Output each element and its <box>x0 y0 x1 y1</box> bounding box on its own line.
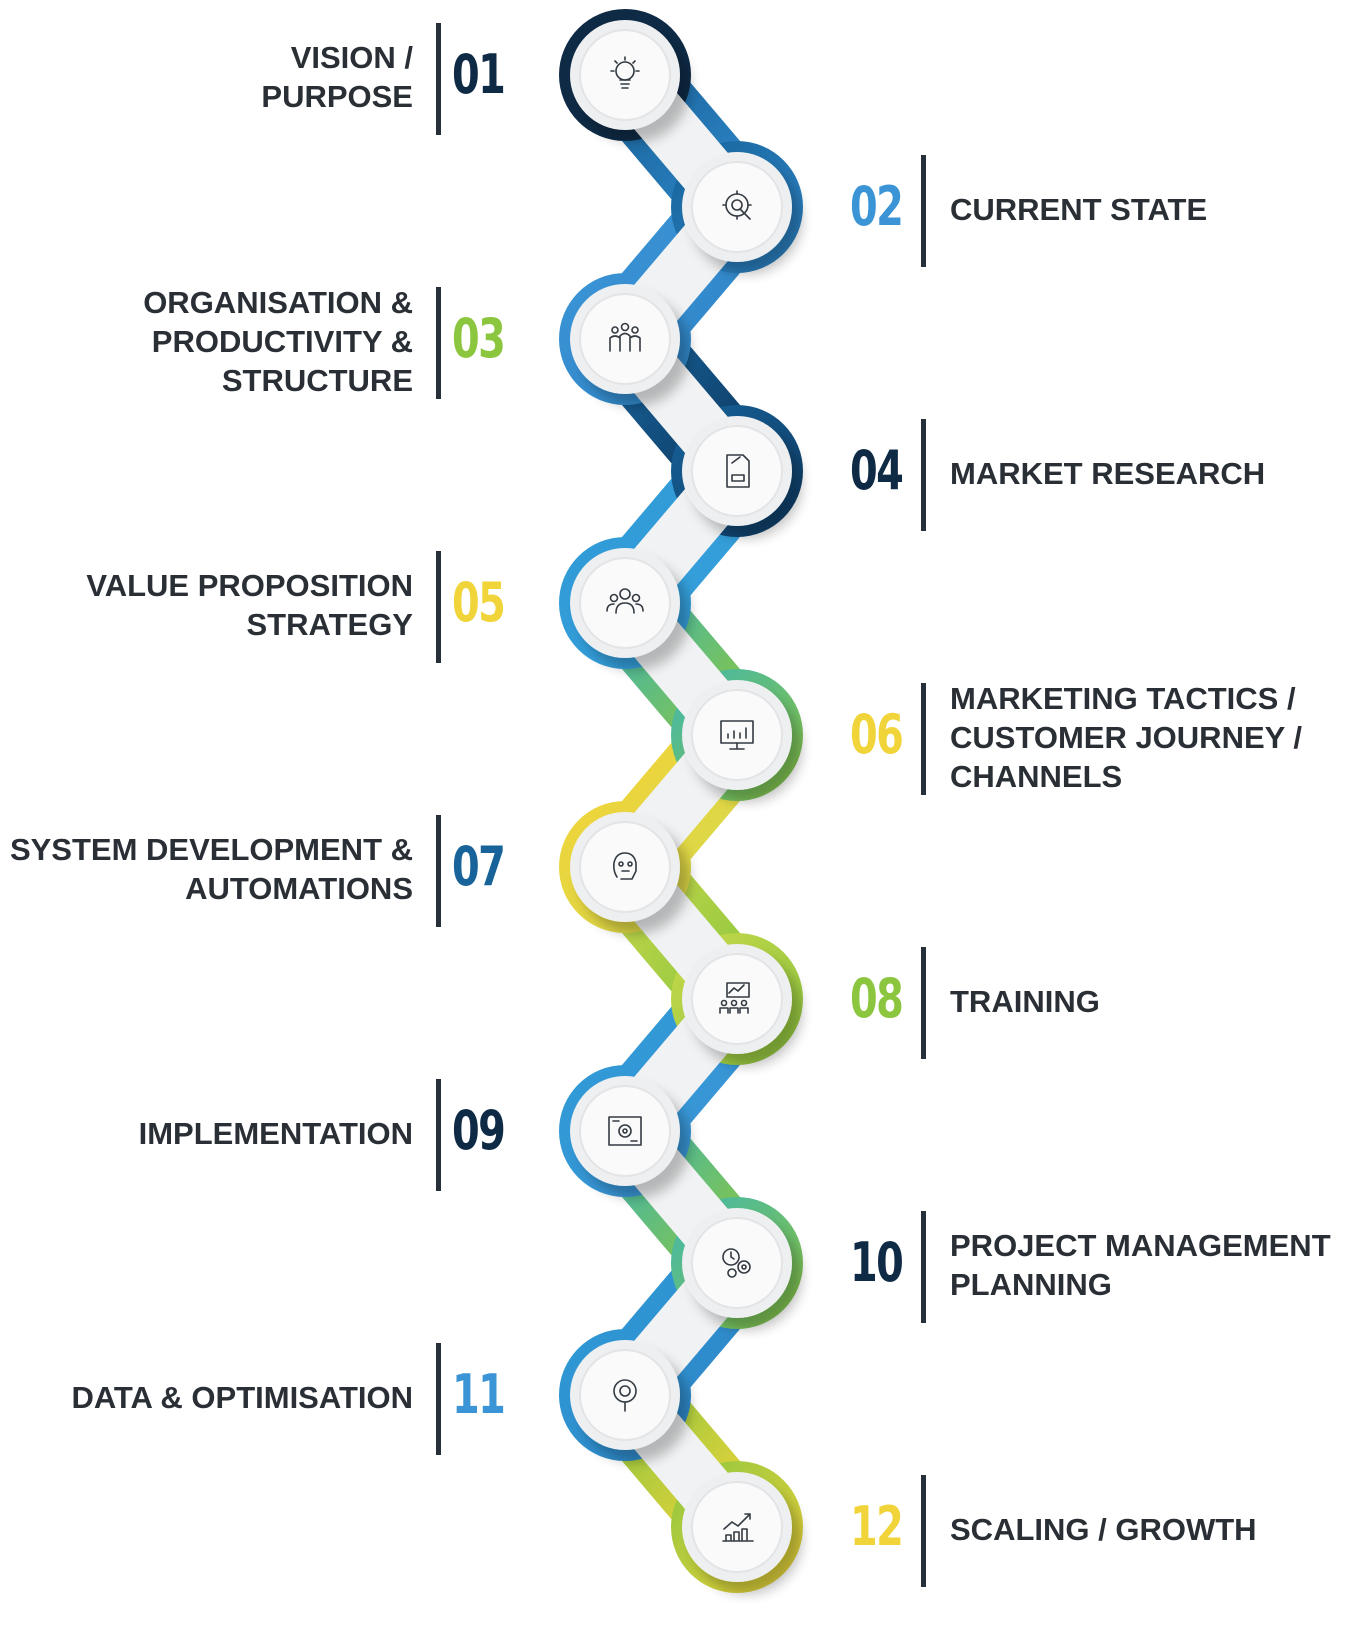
divider-bar <box>436 551 441 663</box>
step-label-text: PROJECT MANAGEMENT PLANNING <box>950 1228 1331 1302</box>
step-disc <box>691 161 783 253</box>
step-label: CURRENT STATE <box>950 149 1350 269</box>
step-label-text: CURRENT STATE <box>950 191 1208 227</box>
step-04: 04 MARKET RESEARCH <box>0 413 1351 533</box>
divider-bar <box>436 815 441 927</box>
step-label-text: ORGANISATION & PRODUCTIVITY & STRUCTURE <box>143 284 413 398</box>
step-number: 11 <box>452 1363 506 1426</box>
step-number: 05 <box>452 571 506 634</box>
step-label: TRAINING <box>950 941 1350 1061</box>
step-number: 10 <box>850 1231 904 1294</box>
divider-bar <box>921 419 926 531</box>
step-disc <box>691 1481 783 1573</box>
step-disc <box>579 29 671 121</box>
step-label-text: DATA & OPTIMISATION <box>71 1379 413 1415</box>
lightbulb-icon <box>603 53 647 97</box>
step-disc <box>579 293 671 385</box>
step-disc <box>579 1349 671 1441</box>
step-label: MARKETING TACTICS / CUSTOMER JOURNEY / C… <box>950 677 1350 797</box>
step-number: 02 <box>850 175 904 238</box>
step-disc <box>691 953 783 1045</box>
step-08: 08 TRAINING <box>0 941 1351 1061</box>
step-label-text: TRAINING <box>950 983 1100 1019</box>
divider-bar <box>436 1343 441 1455</box>
step-disc <box>691 689 783 781</box>
step-label: MARKET RESEARCH <box>950 413 1350 533</box>
step-label-text: VISION / PURPOSE <box>261 40 413 114</box>
step-label-text: MARKET RESEARCH <box>950 455 1266 491</box>
step-number: 09 <box>452 1099 506 1162</box>
step-number: 07 <box>452 835 506 898</box>
step-09: 09 IMPLEMENTATION <box>0 1073 1351 1193</box>
step-number: 06 <box>850 703 904 766</box>
step-03: 03 ORGANISATION & PRODUCTIVITY & STRUCTUR… <box>0 281 1351 401</box>
step-label: PROJECT MANAGEMENT PLANNING <box>950 1205 1350 1325</box>
step-disc <box>691 425 783 517</box>
blueprint-gear-icon <box>603 1109 647 1153</box>
divider-bar <box>921 155 926 267</box>
robot-face-icon <box>603 845 647 889</box>
gear-search-icon <box>715 185 759 229</box>
step-label-text: MARKETING TACTICS / CUSTOMER JOURNEY / C… <box>950 680 1302 794</box>
step-number: 01 <box>452 43 506 106</box>
divider-bar <box>436 1079 441 1191</box>
clock-gears-icon <box>715 1241 759 1285</box>
divider-bar <box>921 683 926 795</box>
step-disc <box>579 1085 671 1177</box>
magnifier-gear-icon <box>603 1373 647 1417</box>
step-01: 01 VISION / PURPOSE <box>0 17 1351 137</box>
step-label: VALUE PROPOSITION STRATEGY <box>0 545 413 665</box>
monitor-chart-icon <box>715 713 759 757</box>
step-number: 08 <box>850 967 904 1030</box>
divider-bar <box>436 287 441 399</box>
step-number: 12 <box>850 1495 904 1558</box>
team-icon <box>603 317 647 361</box>
step-label-text: SYSTEM DEVELOPMENT & AUTOMATIONS <box>9 832 413 906</box>
step-label-text: SCALING / GROWTH <box>950 1511 1257 1547</box>
divider-bar <box>921 947 926 1059</box>
step-label: IMPLEMENTATION <box>0 1073 413 1193</box>
step-07: 07 SYSTEM DEVELOPMENT & AUTOMATIONS <box>0 809 1351 929</box>
step-label: VISION / PURPOSE <box>0 17 413 137</box>
document-icon <box>715 449 759 493</box>
divider-bar <box>921 1211 926 1323</box>
growth-chart-icon <box>715 1505 759 1549</box>
step-10: 10 PROJECT MANAGEMENT PLANNING <box>0 1205 1351 1325</box>
step-label-text: VALUE PROPOSITION STRATEGY <box>86 568 413 642</box>
step-number: 03 <box>452 307 506 370</box>
group-icon <box>603 581 647 625</box>
step-label: SCALING / GROWTH <box>950 1469 1350 1589</box>
divider-bar <box>921 1475 926 1587</box>
step-05: 05 VALUE PROPOSITION STRATEGY <box>0 545 1351 665</box>
step-label-text: IMPLEMENTATION <box>138 1115 413 1151</box>
step-number: 04 <box>850 439 904 502</box>
step-label: SYSTEM DEVELOPMENT & AUTOMATIONS <box>0 809 413 929</box>
step-disc <box>579 821 671 913</box>
classroom-icon <box>715 977 759 1021</box>
step-02: 02 CURRENT STATE <box>0 149 1351 269</box>
step-06: 06 MARKETING TACTICS / CUSTOMER JOURNEY /… <box>0 677 1351 797</box>
divider-bar <box>436 23 441 135</box>
step-11: 11 DATA & OPTIMISATION <box>0 1337 1351 1457</box>
step-label: DATA & OPTIMISATION <box>0 1337 413 1457</box>
step-12: 12 SCALING / GROWTH <box>0 1469 1351 1589</box>
step-label: ORGANISATION & PRODUCTIVITY & STRUCTURE <box>0 281 413 401</box>
